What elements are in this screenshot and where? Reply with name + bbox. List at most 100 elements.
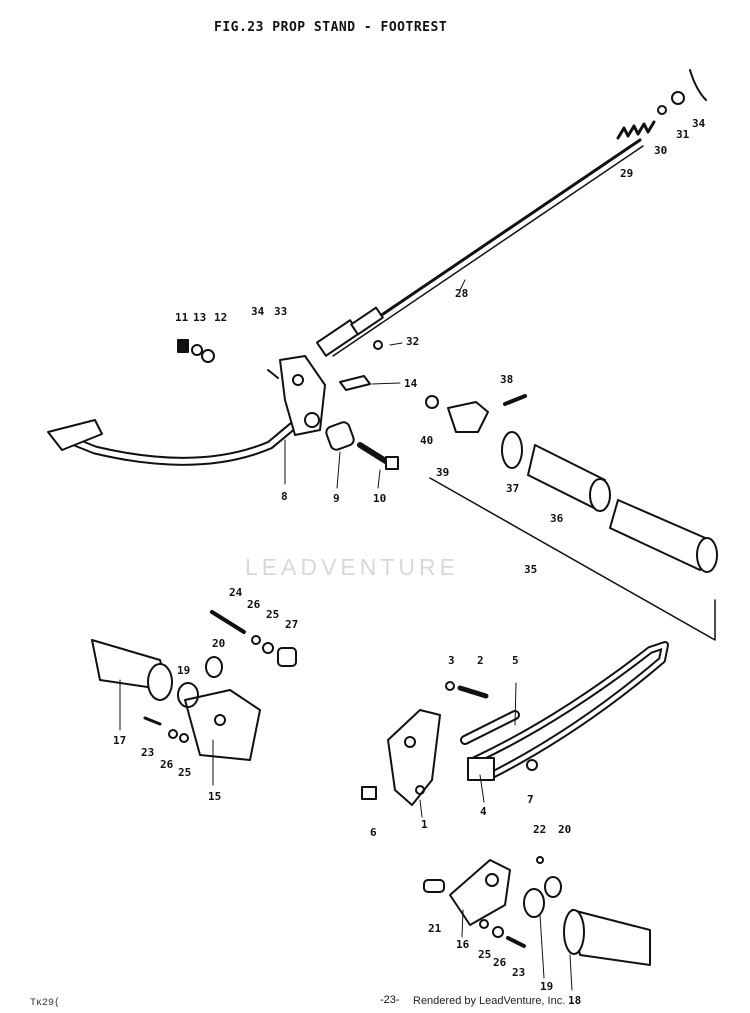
rubber-36: [527, 444, 611, 512]
part-label-28: 28: [455, 287, 468, 300]
part-label-6: 6: [370, 826, 377, 839]
plate-20: [205, 656, 223, 678]
part-label-10: 10: [373, 492, 386, 505]
part-label-21: 21: [428, 922, 442, 935]
part-label-1: 1: [421, 818, 428, 831]
part-label-2: 2: [477, 654, 484, 667]
part-label-20: 20: [558, 823, 571, 836]
footrest-18: [563, 909, 651, 966]
part-label-8: 8: [281, 490, 288, 503]
washer-25-right: [479, 919, 489, 929]
figure-title: FIG.23 PROP STAND - FOOTREST: [214, 20, 448, 35]
brake-pedal-8: [47, 355, 326, 466]
part-label-13: 13: [193, 311, 206, 324]
page-number: -23-: [380, 994, 400, 1006]
part-label-24: 24: [229, 586, 243, 599]
washer-25: [262, 642, 274, 654]
link-14: [339, 375, 371, 391]
cable-28: [315, 138, 644, 357]
washer-30: [657, 105, 667, 115]
pin-31: [671, 91, 685, 105]
nut-27: [277, 647, 297, 667]
part-label-40: 40: [420, 434, 433, 447]
bolt-6: [361, 786, 377, 800]
part-label-15: 15: [208, 790, 221, 803]
leader-lines: [119, 279, 573, 991]
spring-29: [616, 120, 656, 140]
part-label-32: 32: [406, 335, 419, 348]
corner-code: Tᴋ29(: [30, 998, 61, 1009]
part-label-25: 25: [178, 766, 191, 779]
bracket-line-35: [429, 477, 716, 641]
bracket-15: [184, 689, 261, 761]
clip-7: [526, 759, 538, 771]
part-label-26: 26: [160, 758, 174, 771]
part-label-7: 7: [527, 793, 534, 806]
render-credit: Rendered by LeadVenture, Inc.: [413, 995, 566, 1007]
part-label-11: 11: [175, 311, 189, 324]
washer-37: [501, 431, 523, 469]
washer-26: [251, 635, 261, 645]
part-label-22: 22: [533, 823, 546, 836]
part-label-27: 27: [285, 618, 298, 631]
footrest-bar-35: [609, 499, 718, 573]
watermark: LEADVENTURE: [245, 554, 459, 580]
clip-33: [267, 369, 279, 379]
bolt-38: [503, 394, 527, 406]
washer-19: [177, 682, 199, 708]
bolt-23: [143, 716, 162, 726]
part-label-25: 25: [266, 608, 279, 621]
bolt-10: [357, 442, 399, 470]
bolt-23-right: [506, 936, 526, 948]
part-label-4: 4: [480, 805, 487, 818]
spring-5: [460, 710, 520, 745]
part-label-26: 26: [247, 598, 261, 611]
bolt-2: [457, 685, 489, 699]
washer-19-right: [523, 888, 545, 918]
footrest-bracket-40-39: [425, 395, 489, 433]
part-label-34: 34: [692, 117, 706, 130]
part-label-23: 23: [141, 746, 154, 759]
pin-32: [373, 340, 383, 350]
part-label-30: 30: [654, 144, 667, 157]
part-label-33: 33: [274, 305, 287, 318]
part-label-34: 34: [251, 305, 265, 318]
part-label-29: 29: [620, 167, 633, 180]
part-label-19: 19: [540, 980, 553, 993]
part-label-36: 36: [550, 512, 564, 525]
washer-26-right: [492, 926, 504, 938]
part-label-9: 9: [333, 492, 340, 505]
part-label-12: 12: [214, 311, 227, 324]
part-label-5: 5: [512, 654, 519, 667]
prop-stand-4: [467, 641, 669, 781]
part-label-26: 26: [493, 956, 507, 969]
washer-25-left: [179, 733, 189, 743]
part-label-20: 20: [212, 637, 225, 650]
bracket-1: [387, 709, 441, 806]
part-label-16: 16: [456, 938, 470, 951]
part-label-35: 35: [524, 563, 537, 576]
pin-22: [536, 856, 544, 864]
part-label-17: 17: [113, 734, 126, 747]
bolt-24: [210, 610, 246, 634]
washer-3: [445, 681, 455, 691]
collar-9: [325, 421, 355, 451]
bolt-set-11-13-12: [177, 339, 215, 363]
part-label-37: 37: [506, 482, 519, 495]
part-label-14: 14: [404, 377, 418, 390]
bracket-16: [449, 859, 511, 926]
footrest-17: [91, 639, 173, 701]
part-label-18: 18: [568, 994, 581, 1007]
part-label-39: 39: [436, 466, 449, 479]
part-label-38: 38: [500, 373, 513, 386]
pin-21: [423, 879, 445, 893]
part-label-23: 23: [512, 966, 525, 979]
part-label-3: 3: [448, 654, 455, 667]
part-label-25: 25: [478, 948, 491, 961]
part-label-19: 19: [177, 664, 190, 677]
washer-26-left: [168, 729, 178, 739]
part-label-31: 31: [676, 128, 690, 141]
